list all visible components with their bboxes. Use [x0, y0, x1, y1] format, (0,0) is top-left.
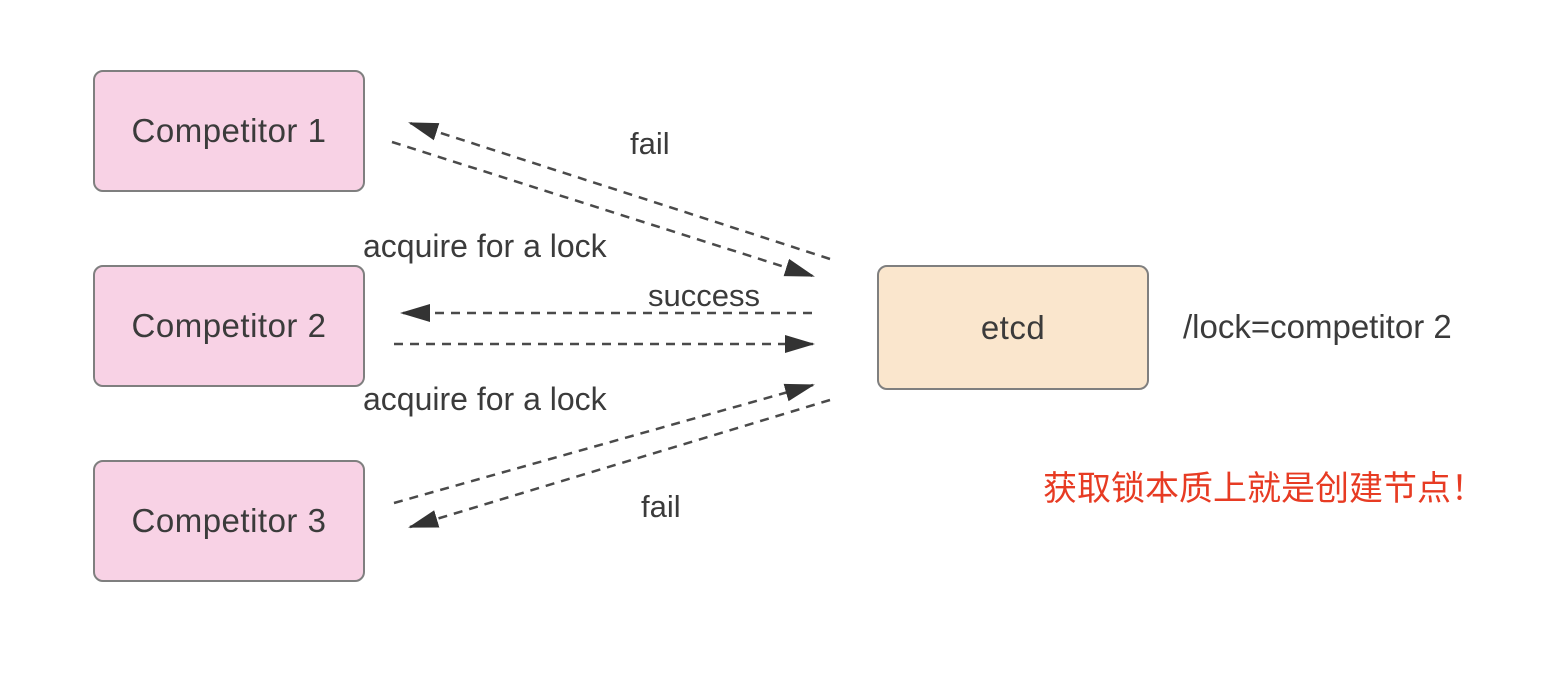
node-etcd-label: etcd — [980, 308, 1046, 346]
node-competitor-2: Competitor 2 — [93, 265, 365, 387]
node-competitor-3-label: Competitor 3 — [131, 502, 327, 539]
arrow-etcd-to-competitor3-fail — [408, 398, 831, 529]
edge-label-acquire-bottom: acquire for a lock — [363, 381, 607, 417]
edge-label-fail-bottom: fail — [641, 489, 681, 524]
arrow-competitor3-to-etcd-acquire — [393, 383, 815, 505]
etcd-key-label: /lock=competitor 2 — [1183, 308, 1452, 345]
node-competitor-3: Competitor 3 — [93, 460, 365, 582]
annotation-text: 获取锁本质上就是创建节点！ — [1043, 470, 1485, 508]
node-competitor-1: Competitor 1 — [93, 70, 365, 192]
node-etcd: etcd — [877, 265, 1149, 390]
node-competitor-1-label: Competitor 1 — [131, 112, 327, 149]
edge-label-fail-top: fail — [630, 126, 670, 161]
arrow-competitor1-to-etcd-acquire — [391, 140, 815, 278]
edge-label-acquire-top: acquire for a lock — [363, 228, 607, 264]
edge-label-success: success — [648, 278, 760, 313]
node-competitor-2-label: Competitor 2 — [131, 307, 327, 344]
